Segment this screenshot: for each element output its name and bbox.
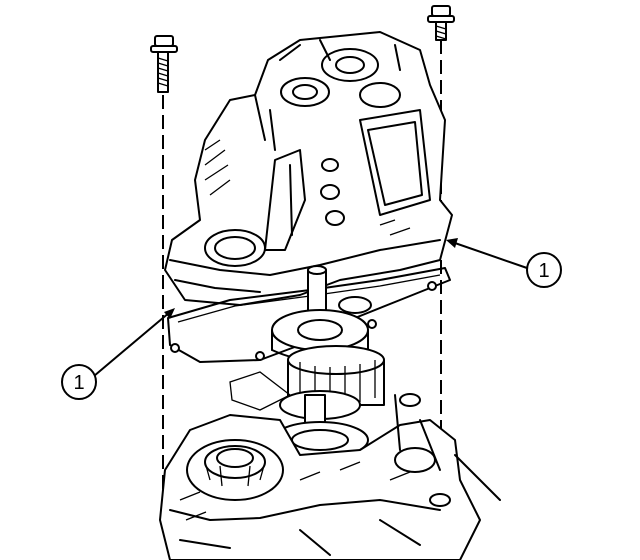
transaxle-case-upper — [164, 31, 453, 306]
arrowhead-left — [164, 308, 175, 319]
transaxle-case-lower — [159, 393, 501, 560]
bolt-icon-left — [150, 35, 178, 93]
gear-assembly — [229, 265, 385, 459]
differential-bearing — [186, 439, 284, 501]
leader-left — [93, 311, 171, 377]
bearing-boss-top — [321, 48, 379, 82]
upper-gear — [271, 309, 369, 351]
leader-arrows — [93, 238, 528, 377]
callout-right: 1 — [526, 252, 562, 288]
bolt-icon-right — [427, 5, 455, 41]
arrowhead-right — [446, 238, 458, 248]
leader-right — [451, 241, 528, 269]
callout-right-label: 1 — [538, 260, 549, 282]
callout-left: 1 — [61, 364, 97, 400]
bell-housing-opening — [204, 229, 266, 267]
bearing-boss-middle — [280, 77, 330, 107]
callout-left-label: 1 — [73, 372, 84, 394]
